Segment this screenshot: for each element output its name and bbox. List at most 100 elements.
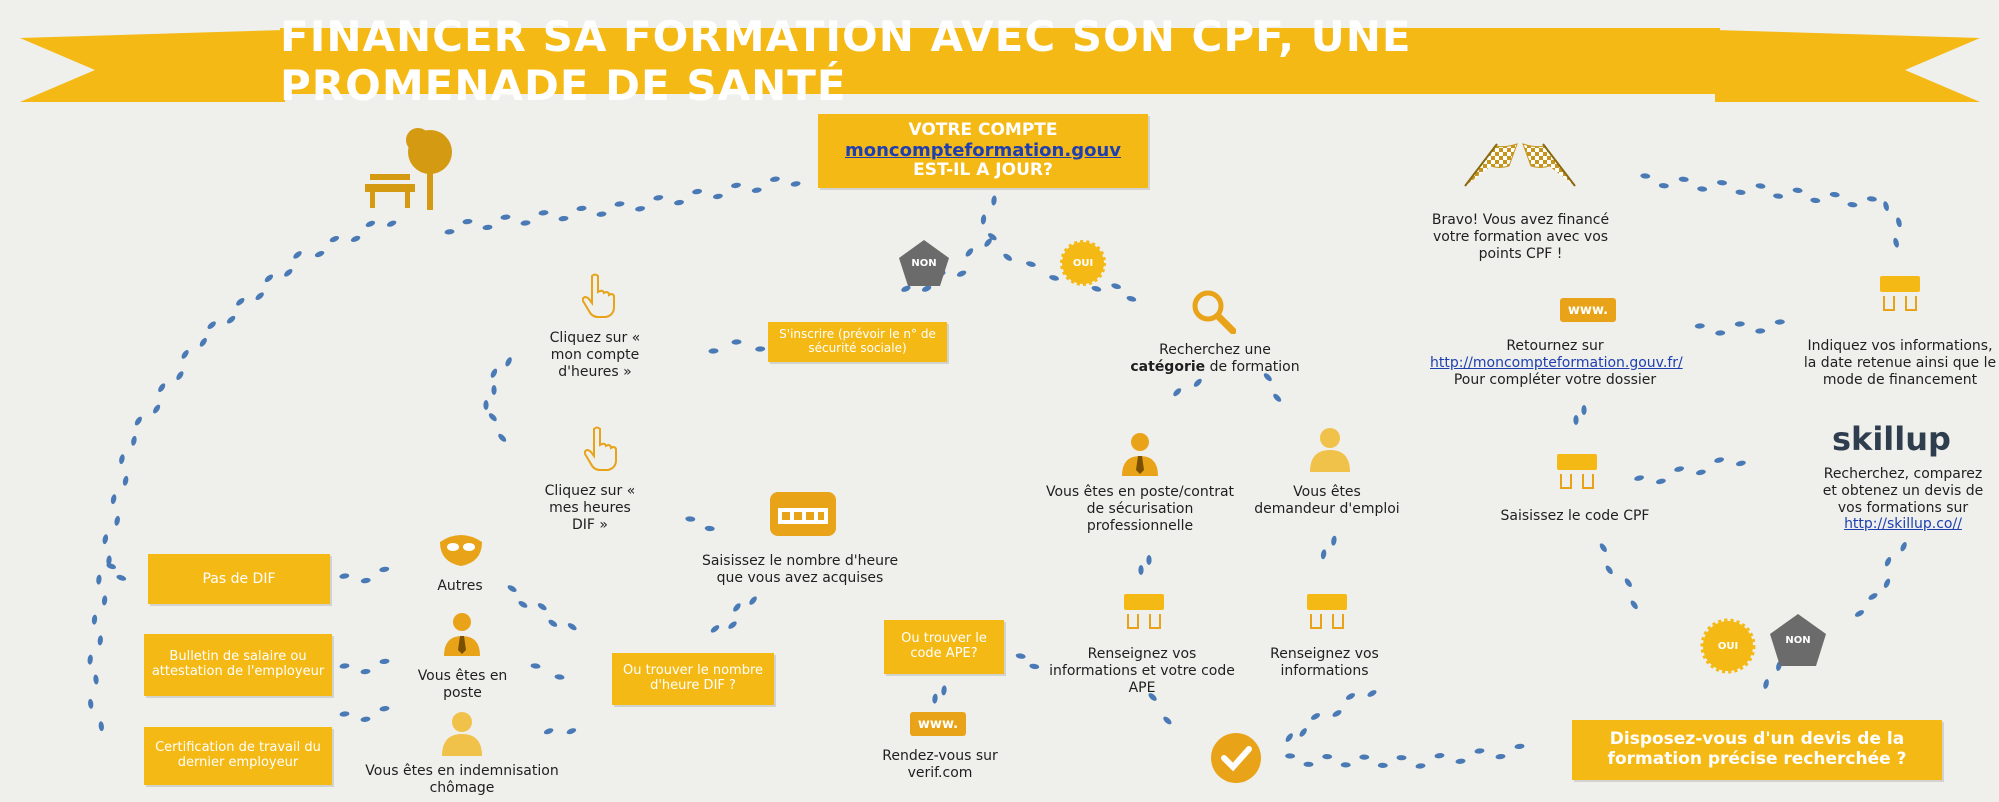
footstep <box>731 182 741 189</box>
footstep <box>498 433 507 442</box>
skillup-link[interactable]: http://skillup.co// <box>1844 516 1962 533</box>
footstep <box>692 188 703 195</box>
ribbon-right-tail <box>1715 30 1980 102</box>
footstep <box>790 181 801 187</box>
poste-contrat-text: Vous êtes en poste/contrat de sécurisati… <box>1045 484 1235 534</box>
footstep <box>1111 283 1121 290</box>
footstep <box>1773 193 1784 199</box>
footstep <box>1310 713 1321 720</box>
mask-icon <box>438 532 484 568</box>
footstep <box>1715 330 1726 336</box>
footstep <box>984 238 992 247</box>
footstep <box>674 199 684 206</box>
certification-text: Certification de travail du dernier empl… <box>155 740 321 770</box>
footstep <box>543 728 554 735</box>
footstep <box>1345 693 1356 700</box>
footstep <box>1847 202 1858 208</box>
footstep <box>379 566 390 573</box>
footstep <box>1893 237 1899 248</box>
footstep <box>932 693 938 704</box>
footstep <box>635 206 646 212</box>
footstep <box>97 635 103 646</box>
footstep <box>490 368 498 378</box>
www-label: www. <box>1560 298 1616 322</box>
vous-poste-text: Vous êtes en poste <box>417 668 508 701</box>
ou-ape-text: Ou trouver le code APE? <box>901 631 987 661</box>
footstep <box>1640 173 1651 179</box>
footstep <box>1854 610 1865 617</box>
footstep <box>1474 748 1485 754</box>
footstep <box>1332 710 1342 717</box>
footstep <box>134 416 142 426</box>
footstep <box>181 350 189 359</box>
bulletin-box: Bulletin de salaire ou attestation de l'… <box>144 634 332 696</box>
footstep <box>122 475 129 486</box>
footstep <box>106 563 117 570</box>
footstep <box>1674 466 1685 472</box>
person-icon <box>442 712 482 756</box>
footstep <box>131 435 137 446</box>
footstep <box>488 413 497 422</box>
indiquez-text: Indiquez vos informations, la date reten… <box>1803 338 1997 388</box>
cliquez-compte-text: Cliquez sur « mon compte d'heures » <box>549 330 641 380</box>
footstep <box>1735 189 1746 195</box>
footstep <box>1299 728 1307 737</box>
footstep <box>1263 373 1272 382</box>
devis-text: Disposez-vous d'un devis de la formation… <box>1607 729 1907 769</box>
moncompteformation-link[interactable]: moncompteformation.gouv <box>845 139 1121 161</box>
autres-text: Autres <box>437 578 483 594</box>
footstep <box>500 214 511 220</box>
footstep <box>360 577 371 584</box>
footstep <box>365 220 376 227</box>
devis-box: Disposez-vous d'un devis de la formation… <box>1572 720 1942 780</box>
footstep <box>520 220 531 226</box>
footstep <box>1367 690 1377 697</box>
footstep <box>1377 762 1388 769</box>
footstep <box>901 285 911 292</box>
oui-right-label: OUI <box>1717 640 1739 652</box>
footstep <box>576 205 587 212</box>
finish-flags-icon <box>1455 136 1585 192</box>
www-icon: www. <box>1560 298 1618 328</box>
footstep <box>1138 565 1144 575</box>
footstep <box>956 270 967 277</box>
footstep <box>1320 549 1327 560</box>
recherchez-cat-part2: de formation <box>1205 358 1300 375</box>
footstep <box>106 555 112 566</box>
footstep <box>712 193 723 200</box>
footstep <box>1495 753 1506 760</box>
footstep <box>88 698 94 709</box>
skillup-logo: skillup <box>1832 420 1962 460</box>
footstep <box>505 357 512 367</box>
footstep <box>339 663 350 669</box>
footstep <box>749 596 757 605</box>
footstep <box>769 176 780 182</box>
footstep <box>987 233 997 241</box>
footstep <box>537 603 547 611</box>
bravo-text: Bravo! Vous avez financé votre formation… <box>1431 212 1610 262</box>
footstep <box>226 315 236 324</box>
footstep <box>119 454 125 465</box>
footstep <box>538 210 549 216</box>
footstep <box>1829 191 1840 198</box>
footstep <box>284 269 293 277</box>
ou-trouver-dif-box: Ou trouver le nombre d'heure DIF ? <box>612 653 774 705</box>
footstep <box>199 337 207 347</box>
footstep <box>91 614 98 625</box>
non-badge-right: NON <box>1768 612 1828 668</box>
footstep <box>921 285 932 292</box>
footstep <box>558 215 569 222</box>
ou-trouver-dif-text: Ou trouver le nombre d'heure DIF ? <box>622 663 764 693</box>
account-line1: VOTRE COMPTE <box>908 120 1058 141</box>
footstep <box>255 292 264 300</box>
footstep <box>1605 565 1613 575</box>
footstep <box>314 251 325 258</box>
footstep <box>293 251 302 259</box>
non-badge: NON <box>897 238 951 288</box>
footstep <box>1624 578 1632 588</box>
footstep <box>110 494 117 505</box>
footstep <box>751 187 762 193</box>
footstep <box>1146 555 1152 565</box>
footstep <box>1003 253 1013 261</box>
moncompteformation-full-link[interactable]: http://moncompteformation.gouv.fr/ <box>1430 354 1683 371</box>
